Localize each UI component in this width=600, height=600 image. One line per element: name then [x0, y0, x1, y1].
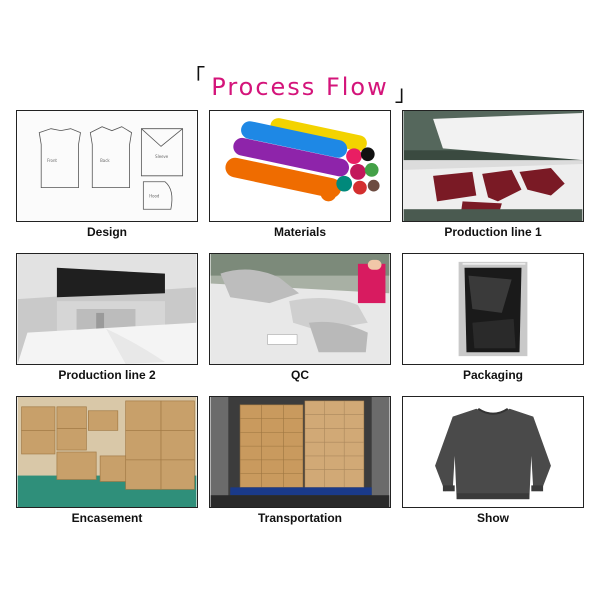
- step-production-line-1: Production line 1: [402, 110, 584, 239]
- step-encasement: Encasement: [16, 396, 198, 525]
- step-design: Front Back Sleeve Hood Design: [16, 110, 198, 239]
- pattern-sketch-image: Front Back Sleeve Hood: [16, 110, 198, 222]
- page-header: 「 Process Flow 」: [0, 66, 600, 107]
- svg-text:Hood: Hood: [149, 193, 160, 198]
- fabric-rolls-image: [209, 110, 391, 222]
- plastic-bag-image: [402, 253, 584, 365]
- step-label: Design: [86, 225, 127, 239]
- step-label: Encasement: [71, 511, 143, 525]
- step-packaging: Packaging: [402, 253, 584, 382]
- step-qc: QC: [209, 253, 391, 382]
- step-label: Materials: [273, 225, 327, 239]
- svg-text:Sleeve: Sleeve: [155, 154, 169, 159]
- step-label: Production line 2: [58, 368, 156, 382]
- sewing-machine-image: [16, 253, 198, 365]
- left-corner-bracket: 「: [183, 66, 206, 91]
- svg-text:Front: Front: [47, 158, 57, 163]
- cutting-table-image: [402, 110, 584, 222]
- step-show: Show: [402, 396, 584, 525]
- right-corner-bracket: 」: [394, 82, 417, 107]
- step-transportation: Transportation: [209, 396, 391, 525]
- sweatshirt-image: [402, 396, 584, 508]
- step-label: Transportation: [257, 511, 342, 525]
- step-production-line-2: Production line 2: [16, 253, 198, 382]
- step-label: Production line 1: [444, 225, 542, 239]
- step-label: Show: [477, 511, 509, 525]
- quality-check-image: [209, 253, 391, 365]
- svg-text:Back: Back: [100, 158, 110, 163]
- container-loading-image: [209, 396, 391, 508]
- carton-boxes-image: [16, 396, 198, 508]
- page-title: Process Flow: [211, 73, 389, 101]
- step-materials: Materials: [209, 110, 391, 239]
- step-label: Packaging: [462, 368, 524, 382]
- step-label: QC: [291, 368, 309, 382]
